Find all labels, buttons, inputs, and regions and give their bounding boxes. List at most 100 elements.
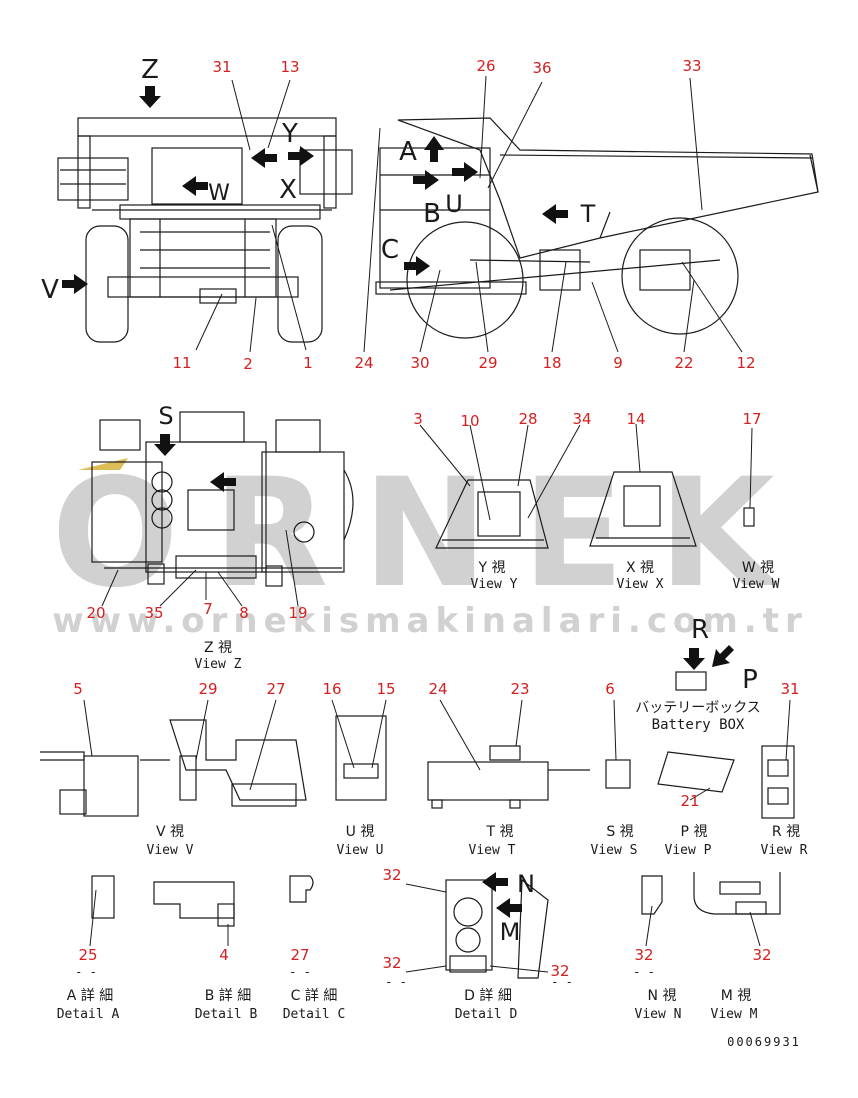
arrow-x-front — [251, 148, 277, 168]
callout-36: 36 — [532, 59, 551, 77]
arrow-z-front — [139, 86, 161, 108]
view-x-jp: X 視 — [626, 560, 654, 576]
callout-32-d-top: 32 — [382, 866, 401, 884]
view-t-drawing — [427, 745, 590, 809]
detail-d-leaders — [405, 883, 549, 973]
view-w-en: View W — [733, 577, 780, 592]
callout-6: 6 — [605, 680, 615, 698]
view-u-jp: U 視 — [346, 824, 375, 840]
view-s-jp: S 視 — [606, 824, 633, 840]
letter-x-front: X — [279, 175, 297, 205]
arrow-v — [62, 274, 88, 294]
detail-a-en: Detail A — [57, 1007, 120, 1022]
view-u-en: View U — [337, 843, 384, 858]
detail-d-en: Detail D — [455, 1007, 518, 1022]
detail-a-dash: - - — [75, 965, 97, 979]
battery-box-drawing — [675, 671, 707, 691]
callout-11: 11 — [172, 354, 191, 372]
callout-3: 3 — [413, 410, 423, 428]
callout-9: 9 — [613, 354, 623, 372]
callout-1: 1 — [303, 354, 313, 372]
view-w-leader — [749, 427, 753, 509]
detail-a-drawing — [91, 875, 115, 919]
view-p-en: View P — [665, 843, 712, 858]
detail-c-drawing — [289, 875, 314, 903]
letter-r-battery: R — [691, 615, 709, 645]
front-view-drawing — [57, 117, 353, 343]
watermark-url: www.ornekismakinalari.com.tr — [52, 601, 807, 641]
callout-17: 17 — [742, 410, 761, 428]
watermark: ORNEK www.ornekismakinalari.com.tr — [51, 447, 807, 641]
view-n-dash: - - — [633, 965, 655, 979]
letter-y-front: Y — [281, 119, 298, 149]
callout-20: 20 — [86, 604, 105, 622]
view-x-leader — [635, 423, 641, 473]
callout-35: 35 — [144, 604, 163, 622]
callout-13: 13 — [280, 58, 299, 76]
view-s-leader — [613, 699, 617, 761]
letter-m-detail-d: M — [500, 918, 521, 946]
view-v-drawing — [40, 719, 307, 817]
letter-n-detail-d: N — [517, 870, 535, 898]
letter-v: V — [41, 275, 59, 305]
callout-23: 23 — [510, 680, 529, 698]
view-m-jp: M 視 — [721, 988, 752, 1004]
callout-12: 12 — [736, 354, 755, 372]
arrow-c-side — [404, 256, 430, 276]
detail-d-dash-left: - - — [385, 975, 407, 989]
callout-4: 4 — [219, 946, 229, 964]
view-u-drawing — [335, 715, 387, 801]
view-t-leaders — [439, 699, 523, 771]
callout-5: 5 — [73, 680, 83, 698]
arrow-n-detail-d — [482, 872, 508, 892]
letter-p-battery: P — [742, 665, 758, 695]
view-z-en: View Z — [195, 657, 242, 672]
letter-a-side: A — [399, 137, 417, 167]
detail-b-drawing — [153, 881, 235, 927]
view-p-leader — [689, 787, 711, 801]
callout-31-top: 31 — [212, 58, 231, 76]
letter-z-front: Z — [141, 55, 159, 85]
callout-28: 28 — [518, 410, 537, 428]
side-view-drawing — [375, 117, 819, 339]
callout-25: 25 — [78, 946, 97, 964]
callout-19: 19 — [288, 604, 307, 622]
letter-u-side: U — [445, 190, 463, 218]
view-t-jp: T 視 — [485, 824, 513, 840]
view-v-leaders — [83, 699, 277, 791]
view-w-jp: W 視 — [742, 560, 774, 576]
callout-30: 30 — [410, 354, 429, 372]
view-v-en: View V — [147, 843, 194, 858]
view-s-drawing — [605, 759, 631, 789]
detail-d-jp: D 詳 細 — [464, 988, 512, 1004]
arrow-d-z — [210, 472, 236, 492]
view-z-drawing — [91, 411, 354, 587]
battery-box-jp: バッテリーボックス — [635, 700, 761, 716]
arrow-s-z — [154, 434, 176, 456]
letter-b-side: B — [423, 199, 441, 229]
callout-21: 21 — [680, 792, 699, 810]
callout-32-n: 32 — [634, 946, 653, 964]
callout-33: 33 — [682, 57, 701, 75]
callout-numbers: 31 13 11 2 1 26 36 33 24 30 29 18 9 22 1… — [73, 57, 799, 980]
callout-31-r: 31 — [780, 680, 799, 698]
view-r-en: View R — [761, 843, 808, 858]
view-m-en: View M — [711, 1007, 758, 1022]
callout-29-v: 29 — [198, 680, 217, 698]
callout-16: 16 — [322, 680, 341, 698]
front-leader-lines — [195, 79, 307, 353]
detail-c-jp: C 詳 細 — [291, 988, 338, 1004]
detail-b-jp: B 詳 細 — [205, 988, 252, 1004]
detail-c-en: Detail C — [283, 1007, 346, 1022]
view-n-jp: N 視 — [648, 988, 677, 1004]
detail-c-dash: - - — [289, 965, 311, 979]
callout-2: 2 — [243, 355, 253, 373]
view-p-drawing — [657, 751, 735, 793]
letter-w-front: W — [208, 181, 230, 206]
callout-24-side: 24 — [354, 354, 373, 372]
callout-18: 18 — [542, 354, 561, 372]
view-y-en: View Y — [471, 577, 518, 592]
callout-15: 15 — [376, 680, 395, 698]
callout-32-m: 32 — [752, 946, 771, 964]
